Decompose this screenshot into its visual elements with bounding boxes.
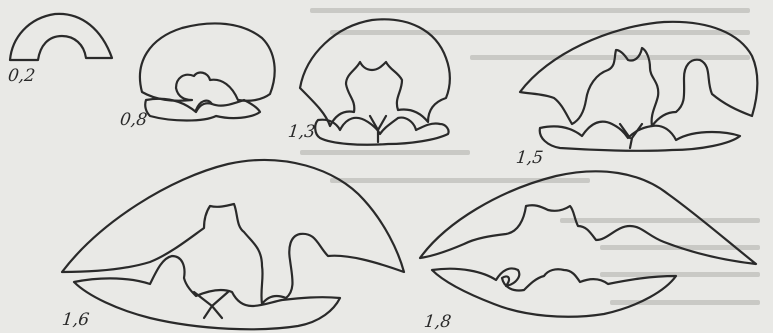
section-stage-2 xyxy=(140,23,275,120)
stage-label-6: 1,8 xyxy=(423,314,452,331)
stage-5-neural-groove xyxy=(194,292,228,318)
stage-label-4: 1,5 xyxy=(515,150,544,167)
section-stage-5 xyxy=(62,160,404,329)
stage-5-ventral-outline xyxy=(74,256,340,329)
section-stage-6 xyxy=(420,171,756,316)
section-stage-4 xyxy=(520,22,757,151)
stage-1-outline xyxy=(10,14,112,60)
stage-6-dorsal-outline xyxy=(420,171,756,264)
stage-3-dorsal-outline xyxy=(300,19,450,126)
stage-4-dorsal-outline xyxy=(520,22,757,126)
stage-label-2: 0,8 xyxy=(119,112,148,129)
stage-label-5: 1,6 xyxy=(61,312,90,329)
stage-2-dorsal-outline xyxy=(140,23,275,100)
section-stage-1 xyxy=(10,14,112,60)
stage-label-1: 0,2 xyxy=(7,68,36,85)
section-stage-3 xyxy=(300,19,450,144)
stage-label-3: 1,3 xyxy=(287,124,316,141)
